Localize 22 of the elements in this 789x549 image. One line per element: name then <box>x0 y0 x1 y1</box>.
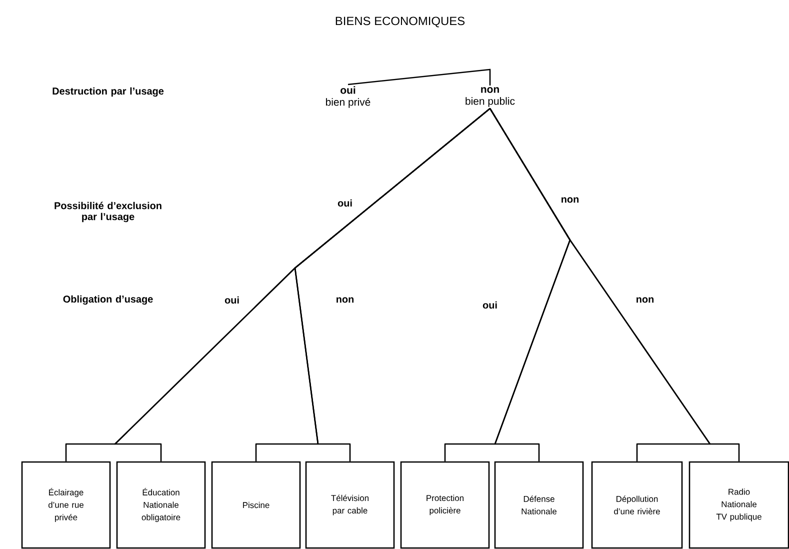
good-box: Piscine <box>211 461 301 549</box>
branch-answer: non <box>560 196 580 204</box>
good-box: Dépollution d’une rivière <box>591 461 683 549</box>
bracket-line <box>348 68 491 86</box>
tree-branch <box>294 108 490 462</box>
branch-label: non bien public <box>466 87 515 107</box>
level-label: Destruction par l’usage <box>52 87 164 97</box>
level-label: Possibilité d’exclusion par l’usage <box>54 202 162 222</box>
good-box: Éducation Nationale obligatoire <box>116 461 206 549</box>
good-box: Éclairage d’une rue privée <box>21 461 111 549</box>
branch-answer: oui <box>482 300 498 310</box>
title: BIENS ECONOMIQUES <box>336 16 465 28</box>
branch-answer: non <box>334 296 356 304</box>
branch-answer: oui <box>224 295 240 305</box>
branch-label: oui bien privé <box>326 86 370 108</box>
branch-answer: non <box>634 296 656 304</box>
level-label: Obligation d’usage <box>63 295 153 305</box>
good-box: Défense Nationale <box>494 461 584 549</box>
branch-answer: oui <box>336 198 354 208</box>
good-box: Télévision par cable <box>305 461 395 549</box>
good-box: Radio Nationale TV publique <box>688 461 789 549</box>
good-box: Protection policière <box>400 461 490 549</box>
